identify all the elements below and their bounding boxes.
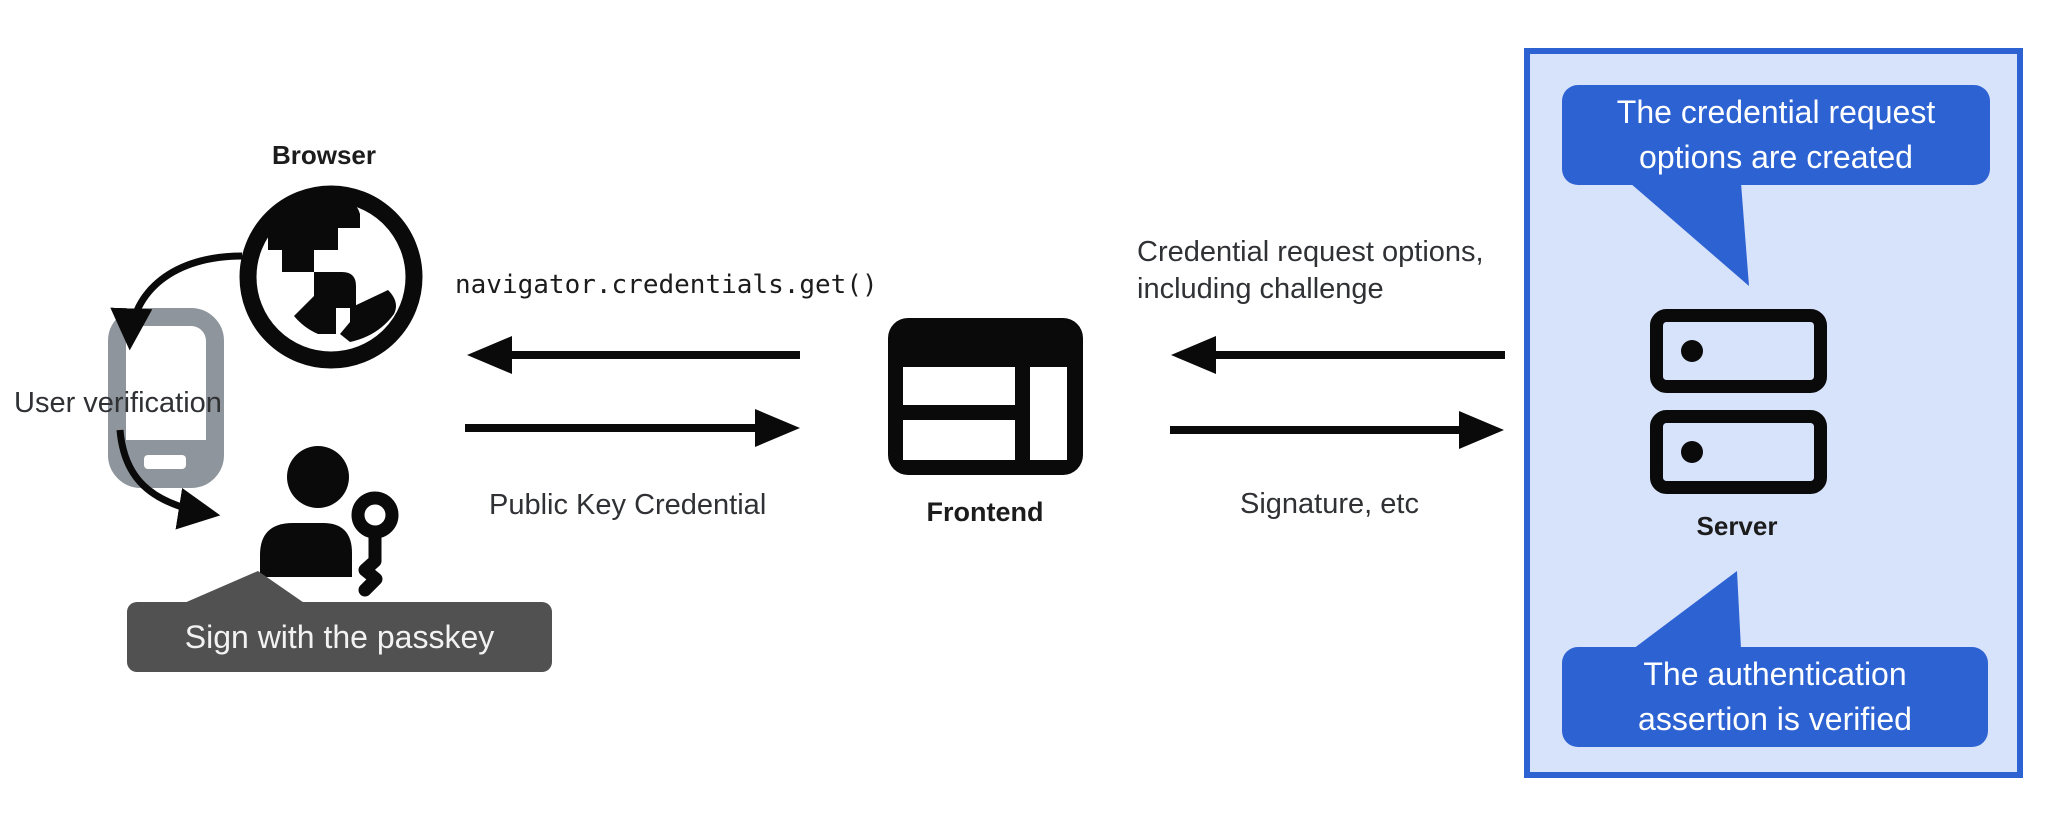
browser-globe-icon bbox=[239, 185, 423, 369]
signature-label: Signature, etc bbox=[1240, 488, 1419, 520]
passkey-tooltip-text: Sign with the passkey bbox=[184, 618, 495, 655]
credential-options-bubble: The credential request options are creat… bbox=[1562, 85, 1990, 185]
arrow-credential-request-options bbox=[1171, 336, 1505, 374]
arrow-public-key-credential bbox=[465, 409, 800, 447]
navigator-call-label: navigator.credentials.get() bbox=[455, 270, 878, 300]
credential-options-bubble-line1: The credential request bbox=[1616, 94, 1936, 130]
bubble-top-tail bbox=[1630, 183, 1749, 286]
frontend-icon bbox=[888, 318, 1083, 475]
server-icon bbox=[1650, 309, 1827, 494]
passkey-tooltip: Sign with the passkey bbox=[127, 602, 552, 672]
assertion-verified-bubble-line2: assertion is verified bbox=[1638, 701, 1912, 737]
key-icon bbox=[351, 491, 399, 597]
server-label: Server bbox=[1696, 511, 1778, 541]
credential-request-label: Credential request options, including ch… bbox=[1137, 234, 1484, 308]
assertion-verified-bubble-line1: The authentication bbox=[1643, 656, 1907, 692]
credential-options-bubble-line2: options are created bbox=[1639, 139, 1913, 175]
arrow-signature bbox=[1170, 411, 1504, 449]
phone-speaker-bar bbox=[144, 455, 186, 469]
bubble-bottom-tail bbox=[1633, 571, 1741, 649]
user-head bbox=[287, 446, 349, 508]
arrow-navigator-call bbox=[467, 336, 800, 374]
passkey-tooltip-tail bbox=[175, 571, 310, 607]
credential-request-line2: including challenge bbox=[1137, 273, 1384, 305]
user-icon bbox=[260, 446, 399, 597]
public-key-credential-label: Public Key Credential bbox=[489, 489, 767, 521]
frontend-label: Frontend bbox=[926, 497, 1044, 527]
assertion-verified-bubble: The authentication assertion is verified bbox=[1562, 647, 1988, 747]
user-verification-label: User verification bbox=[14, 387, 222, 419]
user-body bbox=[260, 523, 352, 577]
credential-request-line1: Credential request options, bbox=[1137, 236, 1484, 268]
browser-label: Browser bbox=[271, 140, 377, 170]
